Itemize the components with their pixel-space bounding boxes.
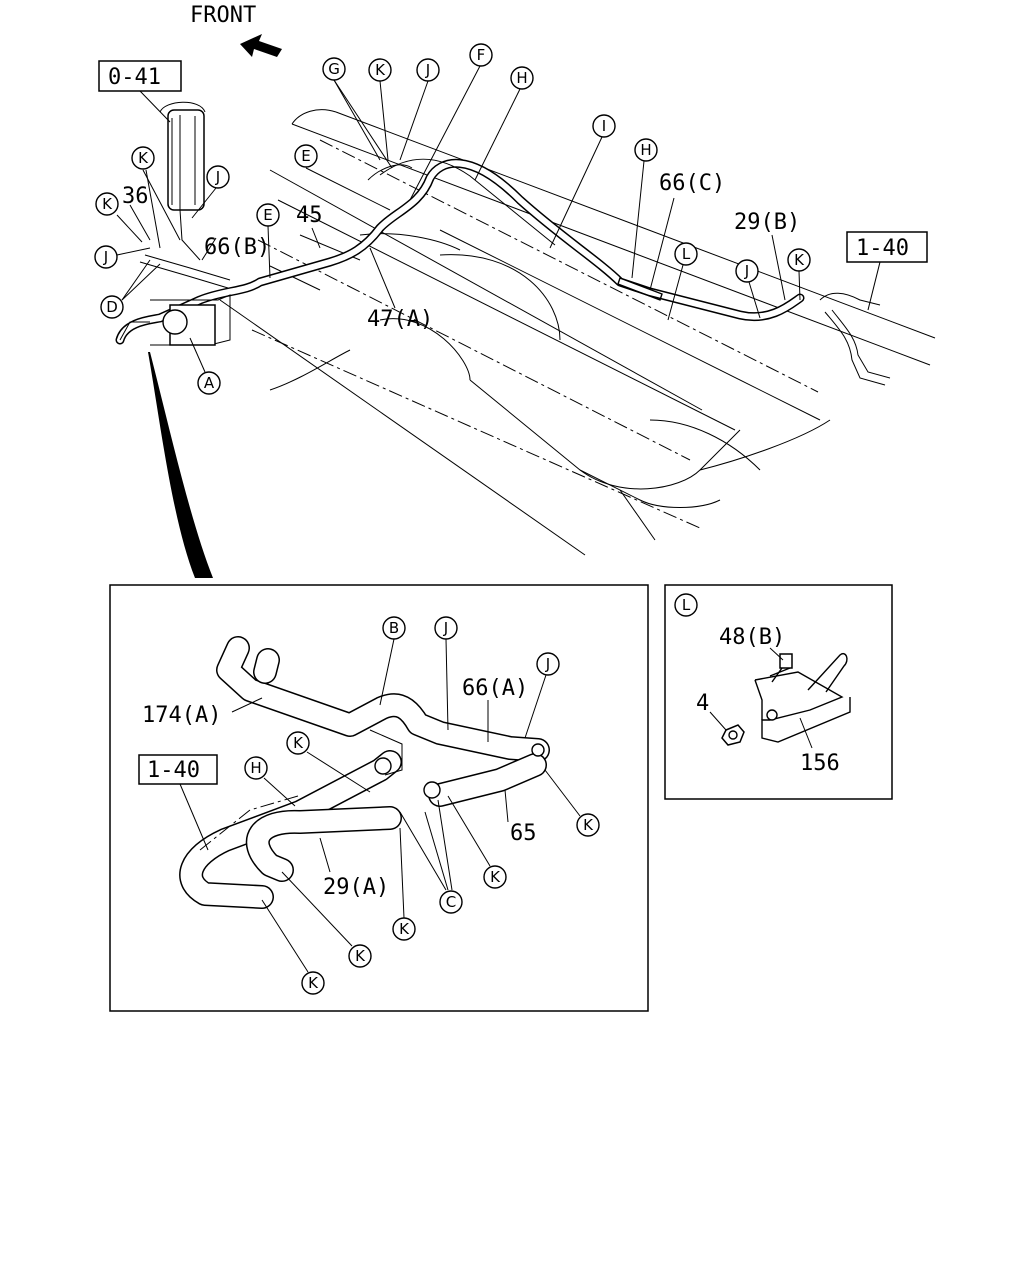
svg-text:K: K [490,868,501,886]
svg-text:J: J [215,168,220,186]
svg-text:J: J [443,619,448,637]
svg-text:K: K [308,974,319,992]
svg-text:E: E [263,206,272,224]
svg-text:K: K [293,734,304,752]
callout-J-top-4 [735,259,759,283]
callout-B-detail [382,616,406,640]
callout-K-detail-4 [392,917,416,941]
detail-box-main [109,584,649,1012]
part-29b: 29(B) [734,210,800,235]
svg-text:K: K [102,195,113,213]
callout-G-top [322,57,346,81]
callout-I-top [592,114,616,138]
part-174a: 174(A) [142,703,221,728]
part-66c: 66(C) [659,171,725,196]
callout-H-top-2 [634,138,658,162]
part-48b: 48(B) [719,625,785,650]
svg-text:F: F [477,46,486,64]
svg-text:L: L [682,596,691,614]
callout-K-top-3 [95,192,119,216]
chassis-frame [219,109,936,556]
part-156: 156 [800,751,840,776]
callout-K-detail-3 [483,865,507,889]
svg-text:K: K [138,149,149,167]
callout-H-detail [244,756,268,780]
callout-C-detail [439,890,463,914]
callout-A-top [197,371,221,395]
callout-J-top-2 [206,165,230,189]
part-29a: 29(A) [323,875,389,900]
svg-text:L: L [682,245,691,263]
callout-J-detail-2 [536,652,560,676]
callout-J-detail-1 [434,616,458,640]
callout-K-detail-2 [576,813,600,837]
svg-text:1-40: 1-40 [147,758,200,783]
svg-text:H: H [516,69,527,87]
svg-text:C: C [446,893,456,911]
part-4: 4 [696,691,709,716]
part-66b: 66(B) [204,235,270,260]
callouts-top: G K J F H I H E E K J K J D A L J K [94,43,811,395]
callout-H-top-1 [510,66,534,90]
front-arrow-icon [240,34,282,57]
callout-K-detail-6 [301,971,325,995]
part-65: 65 [510,821,537,846]
svg-text:I: I [602,117,606,135]
callout-J-top-1 [416,58,440,82]
svg-text:G: G [328,60,340,78]
part-66a: 66(A) [462,676,528,701]
callout-K-detail-5 [348,944,372,968]
callout-L-detail [674,593,698,617]
svg-text:J: J [103,248,108,266]
leader-lines-L [709,647,813,749]
ref-box-1-40-detail: 1-40 [138,754,218,851]
svg-text:K: K [399,920,410,938]
svg-text:J: J [744,262,749,280]
ref-box-1-40-top: 1-40 [846,231,928,311]
callout-D-top [100,295,124,319]
callouts-detail: B J J K H K K C K K K [244,616,600,995]
svg-text:B: B [389,619,399,637]
callout-K-detail-1 [286,731,310,755]
svg-text:A: A [204,374,215,392]
detail-box-L [664,584,893,800]
svg-text:J: J [545,655,550,673]
callout-E-top-2 [256,203,280,227]
detail-hoses [179,636,550,909]
svg-text:0-41: 0-41 [108,65,161,90]
leader-lines-detail [231,697,509,873]
front-label: FRONT [190,3,256,28]
part-45: 45 [296,203,323,228]
svg-text:K: K [583,816,594,834]
callout-J-top-3 [94,245,118,269]
part-36: 36 [122,184,149,209]
svg-text:J: J [425,61,430,79]
callout-K-top-4 [787,248,811,272]
detail-leader-icon [148,352,213,578]
svg-text:E: E [301,147,310,165]
part-47a: 47(A) [367,307,433,332]
callout-F-top [469,43,493,67]
svg-text:1-40: 1-40 [856,236,909,261]
svg-text:K: K [794,251,805,269]
callout-K-top-2 [131,146,155,170]
bracket-assembly [721,653,851,746]
callout-E-top-1 [294,144,318,168]
svg-text:H: H [250,759,261,777]
svg-text:H: H [640,141,651,159]
callout-L-top [674,242,698,266]
fuel-filter-assembly [119,101,231,346]
svg-text:K: K [355,947,366,965]
svg-text:K: K [375,61,386,79]
callout-K-top-1 [368,58,392,82]
svg-text:D: D [106,298,118,316]
ref-box-0-41: 0-41 [98,60,182,123]
fuel-pipe-run [115,158,891,386]
leader-lines-top [129,169,786,309]
